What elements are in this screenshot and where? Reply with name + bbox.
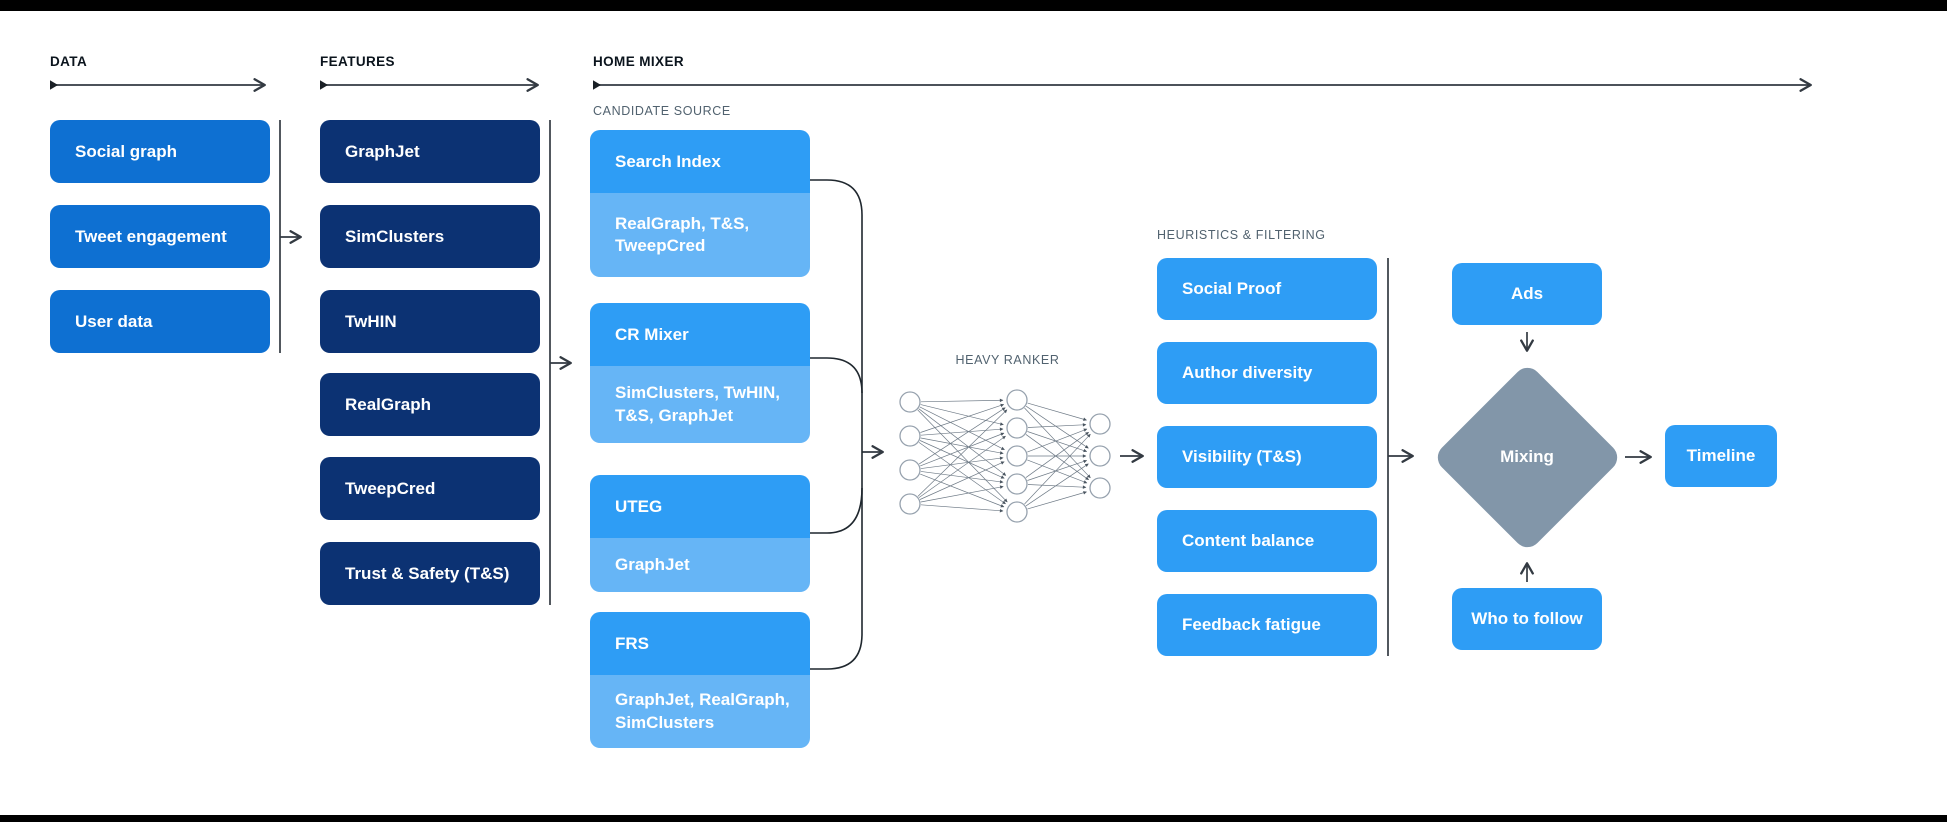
- candidate-cr-mixer-title: CR Mixer: [590, 303, 810, 366]
- flow-arrows: [280, 230, 1652, 582]
- candidate-collector-curves: [810, 179, 863, 670]
- candidate-frs-title: FRS: [590, 612, 810, 675]
- node-timeline: Timeline: [1665, 425, 1777, 487]
- top-black-bar: [0, 0, 1947, 11]
- features-section-label: FEATURES: [320, 54, 395, 69]
- node-tweet-engagement: Tweet engagement: [50, 205, 270, 268]
- node-feedback-fatigue: Feedback fatigue: [1157, 594, 1377, 656]
- node-graphjet: GraphJet: [320, 120, 540, 183]
- section-arrow-start-flags: [50, 80, 601, 90]
- candidate-cr-mixer: CR Mixer SimClusters, TwHIN, T&S, GraphJ…: [590, 303, 810, 443]
- bottom-black-bar: [0, 815, 1947, 822]
- node-ads: Ads: [1452, 263, 1602, 325]
- home-mixer-section-label: HOME MIXER: [593, 54, 685, 69]
- candidate-uteg-title: UTEG: [590, 475, 810, 538]
- node-content-balance: Content balance: [1157, 510, 1377, 572]
- node-tweepcred: TweepCred: [320, 457, 540, 520]
- candidate-cr-mixer-sources: SimClusters, TwHIN, T&S, GraphJet: [590, 366, 810, 443]
- node-social-proof: Social Proof: [1157, 258, 1377, 320]
- node-author-diversity: Author diversity: [1157, 342, 1377, 404]
- node-who-to-follow: Who to follow: [1452, 588, 1602, 650]
- node-trust-safety: Trust & Safety (T&S): [320, 542, 540, 605]
- node-visibility-ts: Visibility (T&S): [1157, 426, 1377, 488]
- node-user-data: User data: [50, 290, 270, 353]
- data-section-label: DATA: [50, 54, 88, 69]
- candidate-search-index: Search Index RealGraph, T&S, TweepCred: [590, 130, 810, 277]
- candidate-frs-sources: GraphJet, RealGraph, SimClusters: [590, 675, 810, 748]
- node-social-graph: Social graph: [50, 120, 270, 183]
- candidate-uteg: UTEG GraphJet: [590, 475, 810, 592]
- candidate-search-index-sources: RealGraph, T&S, TweepCred: [590, 193, 810, 277]
- heavy-ranker-label: HEAVY RANKER: [955, 353, 1060, 367]
- neural-network-graphic: [899, 389, 1111, 523]
- candidate-frs: FRS GraphJet, RealGraph, SimClusters: [590, 612, 810, 748]
- node-realgraph: RealGraph: [320, 373, 540, 436]
- mixing-diamond-label: Mixing: [1500, 447, 1554, 466]
- heuristics-filtering-label: HEURISTICS & FILTERING: [1157, 228, 1326, 242]
- candidate-search-index-title: Search Index: [590, 130, 810, 193]
- candidate-uteg-sources: GraphJet: [590, 538, 810, 592]
- node-twhin: TwHIN: [320, 290, 540, 353]
- node-simclusters: SimClusters: [320, 205, 540, 268]
- candidate-source-label: CANDIDATE SOURCE: [593, 104, 731, 118]
